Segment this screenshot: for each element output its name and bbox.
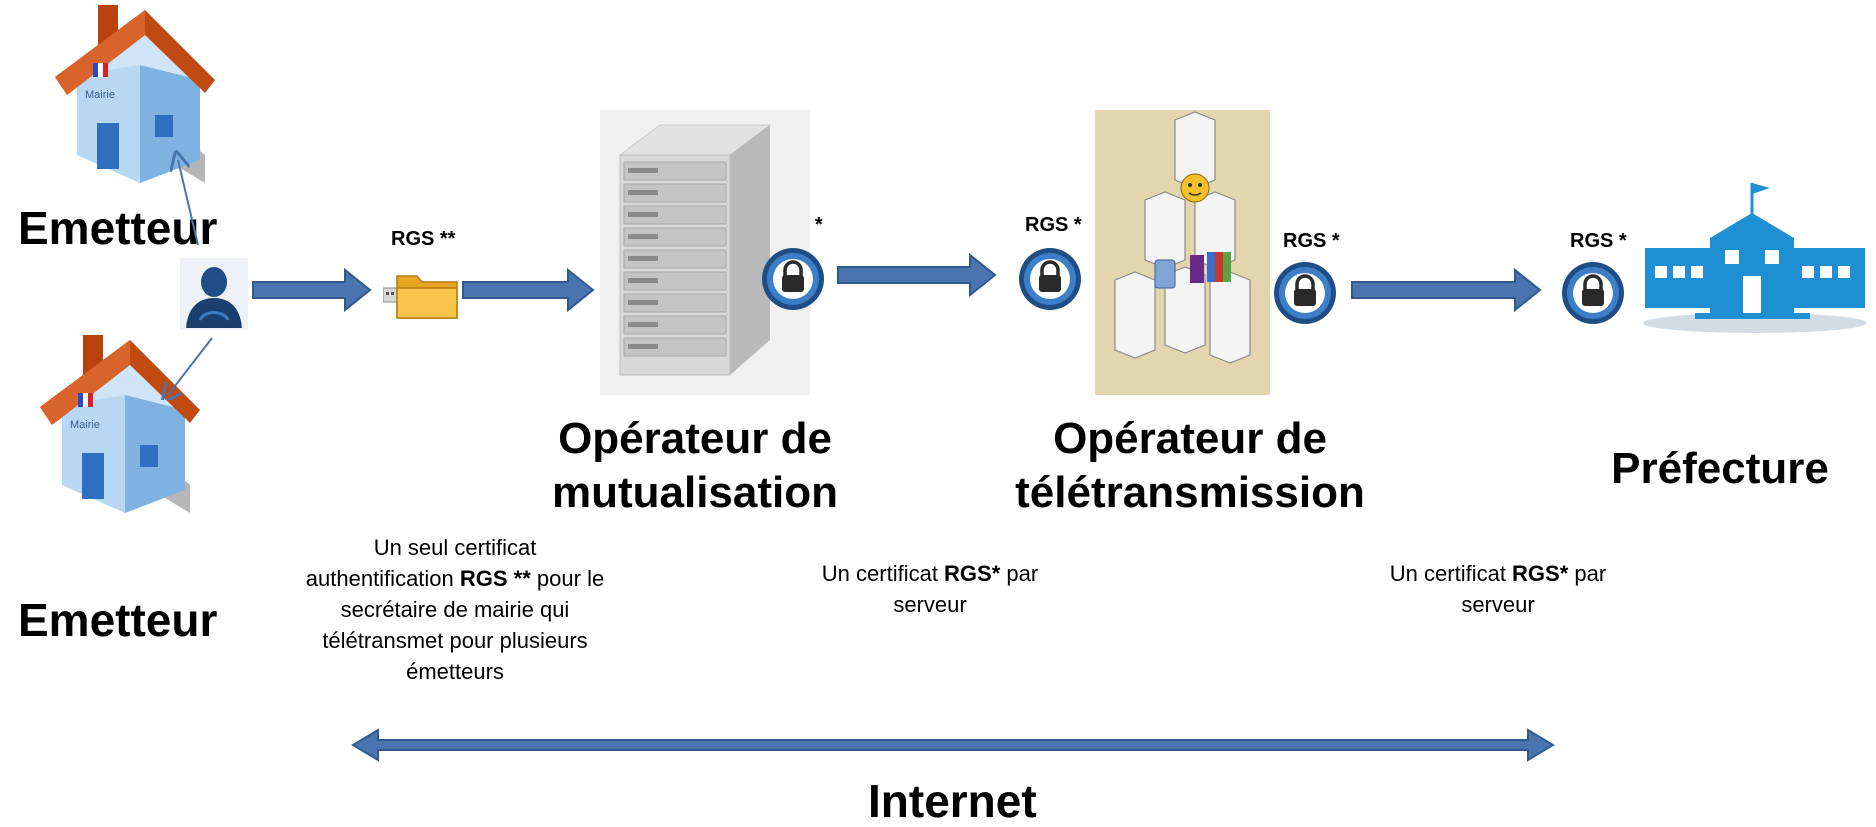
note-left-line2-text: authentification <box>305 566 460 591</box>
mairie-house-icon-bottom: Mairie <box>40 335 200 515</box>
internet-label: Internet <box>868 775 1037 827</box>
note-right-line2: serveur <box>1461 592 1535 617</box>
prefecture-building-icon <box>1640 178 1870 333</box>
note-left-line2-rgs: RGS ** <box>459 566 531 591</box>
arrow-usb-to-mutualisation <box>462 267 595 313</box>
node-title-mutualisation-line2: mutualisation <box>551 468 839 517</box>
mairie-house-icon-top: Mairie <box>55 5 215 185</box>
note-left-line2: authentification RGS ** pour le <box>265 563 645 594</box>
rgs-label-teletransmission-in: RGS * <box>1025 214 1082 236</box>
note-left-line5: émetteurs <box>406 659 504 684</box>
house-sign-text: Mairie <box>85 89 115 101</box>
emitter-label-bottom: Emetteur <box>18 594 218 646</box>
internet-double-arrow <box>351 728 1555 762</box>
note-left-line4: télétransmet pour plusieurs <box>322 628 588 653</box>
server-rack-icon <box>600 110 810 395</box>
note-left-line2-end: pour le <box>530 566 605 591</box>
rgs-label-usb: RGS ** <box>391 228 456 250</box>
user-to-house-lines <box>160 150 213 400</box>
node-title-teletransmission: Opérateur de télétransmission <box>980 412 1400 520</box>
note-middle-line2: serveur <box>893 592 967 617</box>
note-right-line1: Un certificat RGS* par <box>1328 558 1668 589</box>
user-icon <box>180 258 248 330</box>
note-middle-line1: Un certificat RGS* par <box>760 558 1100 589</box>
emitter-label-top: Emetteur <box>18 202 218 254</box>
house-sign-text: Mairie <box>70 419 100 431</box>
node-title-mutualisation: Opérateur de mutualisation <box>520 412 870 520</box>
note-right-line1-end: par <box>1568 561 1607 586</box>
node-title-mutualisation-line1: Opérateur de <box>558 414 832 463</box>
arrow-teletransmission-to-prefecture <box>1351 267 1542 313</box>
lock-icon-prefecture <box>1560 260 1626 326</box>
node-title-prefecture: Préfecture <box>1611 444 1829 493</box>
arrow-user-to-usb <box>252 267 372 313</box>
note-right-line1-text: Un certificat <box>1389 561 1513 586</box>
note-middle: Un certificat RGS* par serveur <box>760 558 1100 620</box>
note-middle-line1-end: par <box>1000 561 1039 586</box>
note-middle-line1-rgs: RGS* <box>944 561 1001 586</box>
node-title-teletransmission-line1: Opérateur de <box>1053 414 1327 463</box>
rgs-label-teletransmission-out: RGS * <box>1283 230 1340 252</box>
rgs-label-prefecture: RGS * <box>1570 230 1627 252</box>
note-middle-line1-text: Un certificat <box>821 561 945 586</box>
note-right-line1-rgs: RGS* <box>1512 561 1569 586</box>
note-right: Un certificat RGS* par serveur <box>1328 558 1668 620</box>
usb-folder-icon <box>383 268 461 320</box>
note-left-line1: Un seul certificat <box>373 535 537 560</box>
arrow-mutualisation-to-teletransmission <box>837 252 997 298</box>
lock-icon-teletransmission-out <box>1272 260 1338 326</box>
node-title-teletransmission-line2: télétransmission <box>1015 468 1365 517</box>
lock-icon-mutualisation <box>760 246 826 312</box>
note-left: Un seul certificat authentification RGS … <box>265 532 645 687</box>
lock-icon-teletransmission-in <box>1017 246 1083 312</box>
teletransmission-cluster-icon <box>1095 110 1270 395</box>
note-left-line3: secrétaire de mairie qui <box>340 597 570 622</box>
